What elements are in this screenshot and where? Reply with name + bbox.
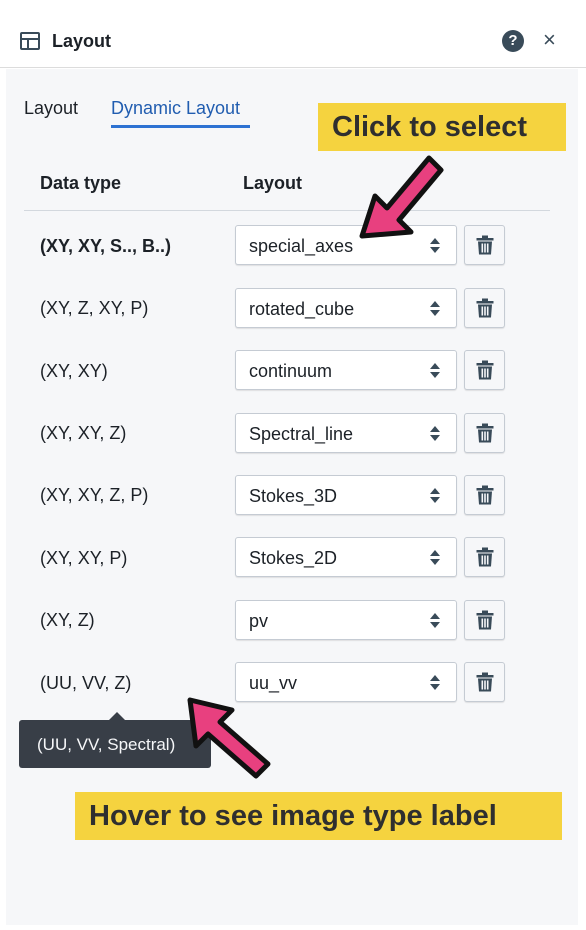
- delete-button[interactable]: [464, 288, 505, 328]
- layout-select-value: Spectral_line: [249, 424, 354, 444]
- layout-select-value: pv: [249, 611, 269, 631]
- row-data-type: (XY, Z): [40, 610, 95, 630]
- delete-button[interactable]: [464, 662, 505, 702]
- header-divider: [24, 210, 550, 211]
- dialog-title: Layout: [52, 31, 112, 51]
- help-icon[interactable]: ?: [502, 30, 524, 52]
- arrow-icon: [359, 155, 444, 239]
- double-caret-icon: [430, 674, 440, 692]
- trash-icon: [476, 672, 494, 692]
- column-header-data-type: Data type: [40, 173, 122, 193]
- annotation-click-to-select: Click to select: [318, 103, 566, 151]
- row-data-type[interactable]: (UU, VV, Z): [40, 673, 132, 693]
- active-tab-indicator: [111, 125, 250, 128]
- layout-select-value: special_axes: [249, 236, 354, 256]
- arrow-icon: [187, 697, 271, 779]
- row-data-type: (XY, XY, P): [40, 548, 128, 568]
- delete-button[interactable]: [464, 537, 505, 577]
- layout-select[interactable]: Stokes_2D: [235, 537, 457, 577]
- layout-grid-icon: [20, 32, 40, 50]
- delete-button[interactable]: [464, 413, 505, 453]
- layout-select-value: uu_vv: [249, 673, 298, 693]
- trash-icon: [476, 485, 494, 505]
- row-data-type: (XY, XY, Z): [40, 423, 127, 443]
- double-caret-icon: [430, 362, 440, 380]
- tab-layout[interactable]: Layout: [24, 98, 79, 118]
- double-caret-icon: [430, 300, 440, 318]
- delete-button[interactable]: [464, 475, 505, 515]
- layout-select[interactable]: special_axes: [235, 225, 457, 265]
- double-caret-icon: [430, 549, 440, 567]
- close-icon[interactable]: ×: [543, 27, 556, 52]
- trash-icon: [476, 298, 494, 318]
- trash-icon: [476, 235, 494, 255]
- row-data-type: (XY, Z, XY, P): [40, 298, 149, 318]
- double-caret-icon: [430, 425, 440, 443]
- layout-select[interactable]: pv: [235, 600, 457, 640]
- layout-select[interactable]: continuum: [235, 350, 457, 390]
- annotation-hover-hint: Hover to see image type label: [75, 792, 562, 840]
- layout-select-value: rotated_cube: [249, 299, 355, 319]
- dialog-header: Layout ? ×: [0, 0, 586, 68]
- layout-select[interactable]: Stokes_3D: [235, 475, 457, 515]
- row-data-type: (XY, XY): [40, 361, 108, 381]
- tab-dynamic-layout[interactable]: Dynamic Layout: [111, 98, 241, 118]
- delete-button[interactable]: [464, 600, 505, 640]
- column-header-layout: Layout: [243, 173, 303, 193]
- trash-icon: [476, 360, 494, 380]
- layout-select[interactable]: Spectral_line: [235, 413, 457, 453]
- trash-icon: [476, 610, 494, 630]
- delete-button[interactable]: [464, 350, 505, 390]
- row-data-type: (XY, XY, S.., B..): [40, 236, 172, 256]
- double-caret-icon: [430, 487, 440, 505]
- layout-select-value: continuum: [249, 361, 333, 381]
- row-data-type: (XY, XY, Z, P): [40, 485, 149, 505]
- layout-select[interactable]: rotated_cube: [235, 288, 457, 328]
- layout-select-value: Stokes_3D: [249, 486, 338, 506]
- image-type-tooltip: (UU, VV, Spectral): [19, 712, 211, 768]
- double-caret-icon: [430, 612, 440, 630]
- layout-select[interactable]: uu_vv: [235, 662, 457, 702]
- double-caret-icon: [430, 237, 440, 255]
- layout-select-value: Stokes_2D: [249, 548, 338, 568]
- trash-icon: [476, 547, 494, 567]
- trash-icon: [476, 423, 494, 443]
- delete-button[interactable]: [464, 225, 505, 265]
